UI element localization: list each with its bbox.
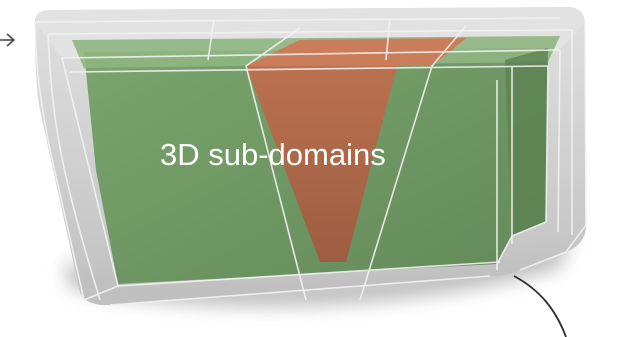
shell-edges xyxy=(34,17,587,306)
orange-subdomain xyxy=(246,38,466,262)
arrow-left-pointer xyxy=(0,33,16,47)
subdomain-label: 3D sub-domains xyxy=(160,137,386,172)
leader-line xyxy=(513,275,567,337)
